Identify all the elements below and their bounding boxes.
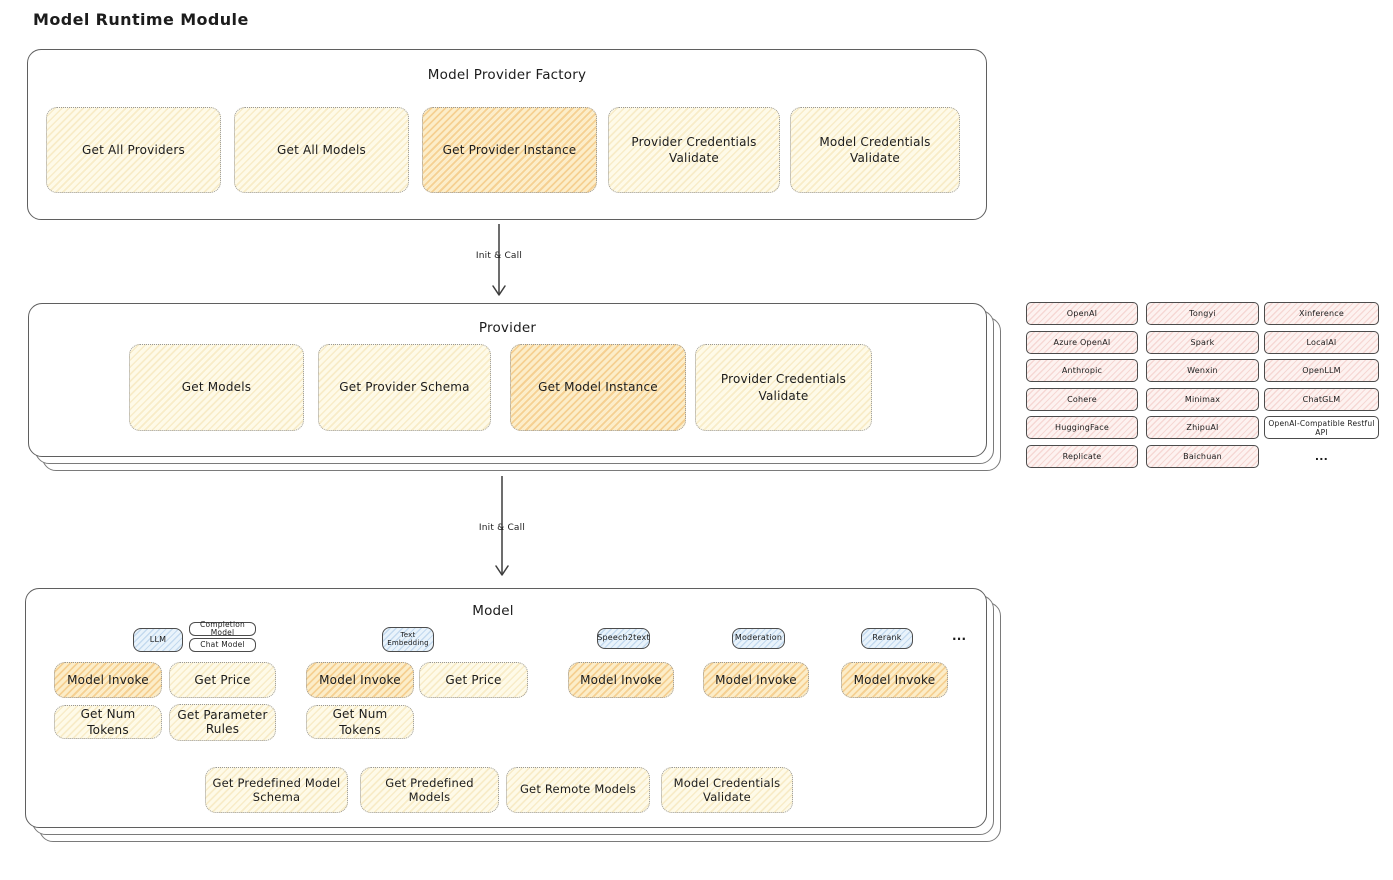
provider-list-column-1: OpenAI Azure OpenAI Anthropic Cohere Hug…	[1026, 302, 1138, 468]
provider-cohere: Cohere	[1026, 387, 1138, 411]
provider-openai: OpenAI	[1026, 302, 1138, 325]
provider-zhipuai: ZhipuAI	[1146, 416, 1259, 440]
down-arrow-icon	[495, 475, 509, 576]
provider-wenxin: Wenxin	[1146, 359, 1259, 383]
box-get-all-providers: Get All Providers	[46, 107, 221, 193]
provider-anthropic: Anthropic	[1026, 359, 1138, 383]
provider-tongyi: Tongyi	[1146, 302, 1259, 325]
connector-init-call-2	[492, 475, 512, 582]
tag-speech2text: Speech2text	[597, 628, 650, 649]
tag-moderation: Moderation	[732, 628, 785, 649]
box-get-provider-instance: Get Provider Instance	[422, 107, 597, 193]
box-model-invoke-moderation: Model Invoke	[703, 662, 809, 698]
box-provider-credentials-validate: Provider Credentials Validate	[608, 107, 780, 193]
provider-localai: LocalAI	[1264, 330, 1379, 354]
box-get-parameter-rules: Get Parameter Rules	[169, 704, 276, 741]
provider-baichuan: Baichuan	[1146, 444, 1259, 468]
box-get-models: Get Models	[129, 344, 304, 431]
provider-huggingface: HuggingFace	[1026, 416, 1138, 440]
provider-azure-openai: Azure OpenAI	[1026, 330, 1138, 354]
box-model-invoke-rerank: Model Invoke	[841, 662, 948, 698]
tag-rerank: Rerank	[861, 628, 913, 649]
box-get-remote-models: Get Remote Models	[506, 767, 650, 813]
box-model-credentials-validate-2: Model Credentials Validate	[661, 767, 793, 813]
tag-llm: LLM	[133, 628, 183, 652]
provider-list-column-3: Xinference LocalAI OpenLLM ChatGLM OpenA…	[1264, 302, 1379, 468]
box-model-invoke-llm: Model Invoke	[54, 662, 162, 698]
box-get-provider-schema: Get Provider Schema	[318, 344, 491, 431]
connector-init-call-1	[489, 223, 509, 302]
tag-completion-model: Completion Model	[189, 620, 256, 637]
box-get-predefined-models: Get Predefined Models	[360, 767, 499, 813]
provider-replicate: Replicate	[1026, 444, 1138, 468]
box-get-predefined-model-schema: Get Predefined Model Schema	[205, 767, 348, 813]
box-get-num-tokens-llm: Get Num Tokens	[54, 705, 162, 739]
diagram-title: Model Runtime Module	[33, 10, 249, 29]
box-get-model-instance: Get Model Instance	[510, 344, 686, 431]
box-get-all-models: Get All Models	[234, 107, 409, 193]
model-title: Model	[472, 603, 514, 619]
box-get-price-text-embedding: Get Price	[419, 662, 528, 698]
box-model-credentials-validate: Model Credentials Validate	[790, 107, 960, 193]
factory-card: Model Provider Factory Get All Providers…	[27, 49, 987, 220]
factory-title: Model Provider Factory	[427, 67, 587, 83]
provider-xinference: Xinference	[1264, 302, 1379, 325]
provider-list-column-2: Tongyi Spark Wenxin Minimax ZhipuAI Baic…	[1146, 302, 1259, 468]
tag-chat-model: Chat Model	[189, 638, 256, 652]
tag-text-embedding: Text Embedding	[382, 627, 434, 652]
provider-list-ellipsis: ...	[1314, 449, 1329, 463]
connector-label-1: Init & Call	[475, 251, 523, 261]
model-card: Model LLM Completion Model Chat Model Te…	[25, 588, 987, 828]
provider-spark: Spark	[1146, 330, 1259, 354]
model-tags-ellipsis: ...	[952, 629, 967, 643]
provider-chatglm: ChatGLM	[1264, 387, 1379, 411]
box-provider-credentials-validate-2: Provider Credentials Validate	[695, 344, 872, 431]
box-model-invoke-speech2text: Model Invoke	[568, 662, 674, 698]
provider-openai-compatible-restful-api: OpenAI-Compatible Restful API	[1264, 416, 1379, 440]
box-get-num-tokens-text-embedding: Get Num Tokens	[306, 705, 414, 739]
box-model-invoke-text-embedding: Model Invoke	[306, 662, 414, 698]
provider-card: Provider Get Models Get Provider Schema …	[28, 303, 987, 457]
box-get-price-llm: Get Price	[169, 662, 276, 698]
connector-label-2: Init & Call	[478, 523, 526, 533]
down-arrow-icon	[492, 223, 506, 296]
provider-title: Provider	[478, 320, 537, 336]
provider-minimax: Minimax	[1146, 387, 1259, 411]
provider-openllm: OpenLLM	[1264, 359, 1379, 383]
